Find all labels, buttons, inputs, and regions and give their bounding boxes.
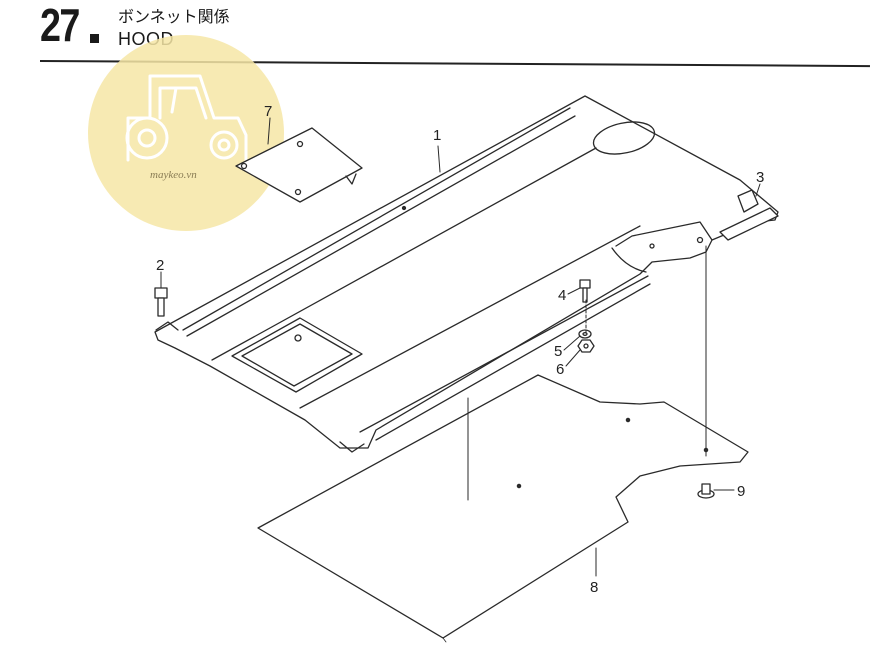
part-4-bolt xyxy=(579,279,591,303)
callout-2: 2 xyxy=(156,257,164,274)
callout-4: 4 xyxy=(558,287,566,304)
callout-1: 1 xyxy=(433,127,441,144)
part-2-bolt xyxy=(154,287,168,317)
part-1-hood-panel xyxy=(154,95,779,453)
callout-3: 3 xyxy=(756,169,764,186)
part-9-rubber-mount xyxy=(697,483,715,499)
section-number: 27 xyxy=(40,0,80,51)
assembly-guide-lines xyxy=(467,245,707,501)
section-number-dot xyxy=(90,34,99,43)
tractor-logo-icon xyxy=(125,74,248,162)
watermark: maykeo.vn xyxy=(88,35,284,231)
part-8-under-panel xyxy=(257,374,749,643)
section-title-japanese: ボンネット関係 xyxy=(118,7,230,26)
watermark-circle xyxy=(88,35,284,231)
part-3-bracket xyxy=(719,189,779,241)
part-5-washer xyxy=(578,329,592,339)
callout-6: 6 xyxy=(556,361,564,378)
leader-lines xyxy=(160,117,761,577)
part-7-cover-plate xyxy=(235,127,363,203)
callouts: 1 2 3 4 5 6 7 8 9 xyxy=(156,103,764,596)
callout-7: 7 xyxy=(264,103,272,120)
callout-5: 5 xyxy=(554,343,562,360)
watermark-text: maykeo.vn xyxy=(150,169,197,181)
callout-8: 8 xyxy=(590,579,598,596)
callout-9: 9 xyxy=(737,483,745,500)
part-6-nut xyxy=(577,339,595,353)
